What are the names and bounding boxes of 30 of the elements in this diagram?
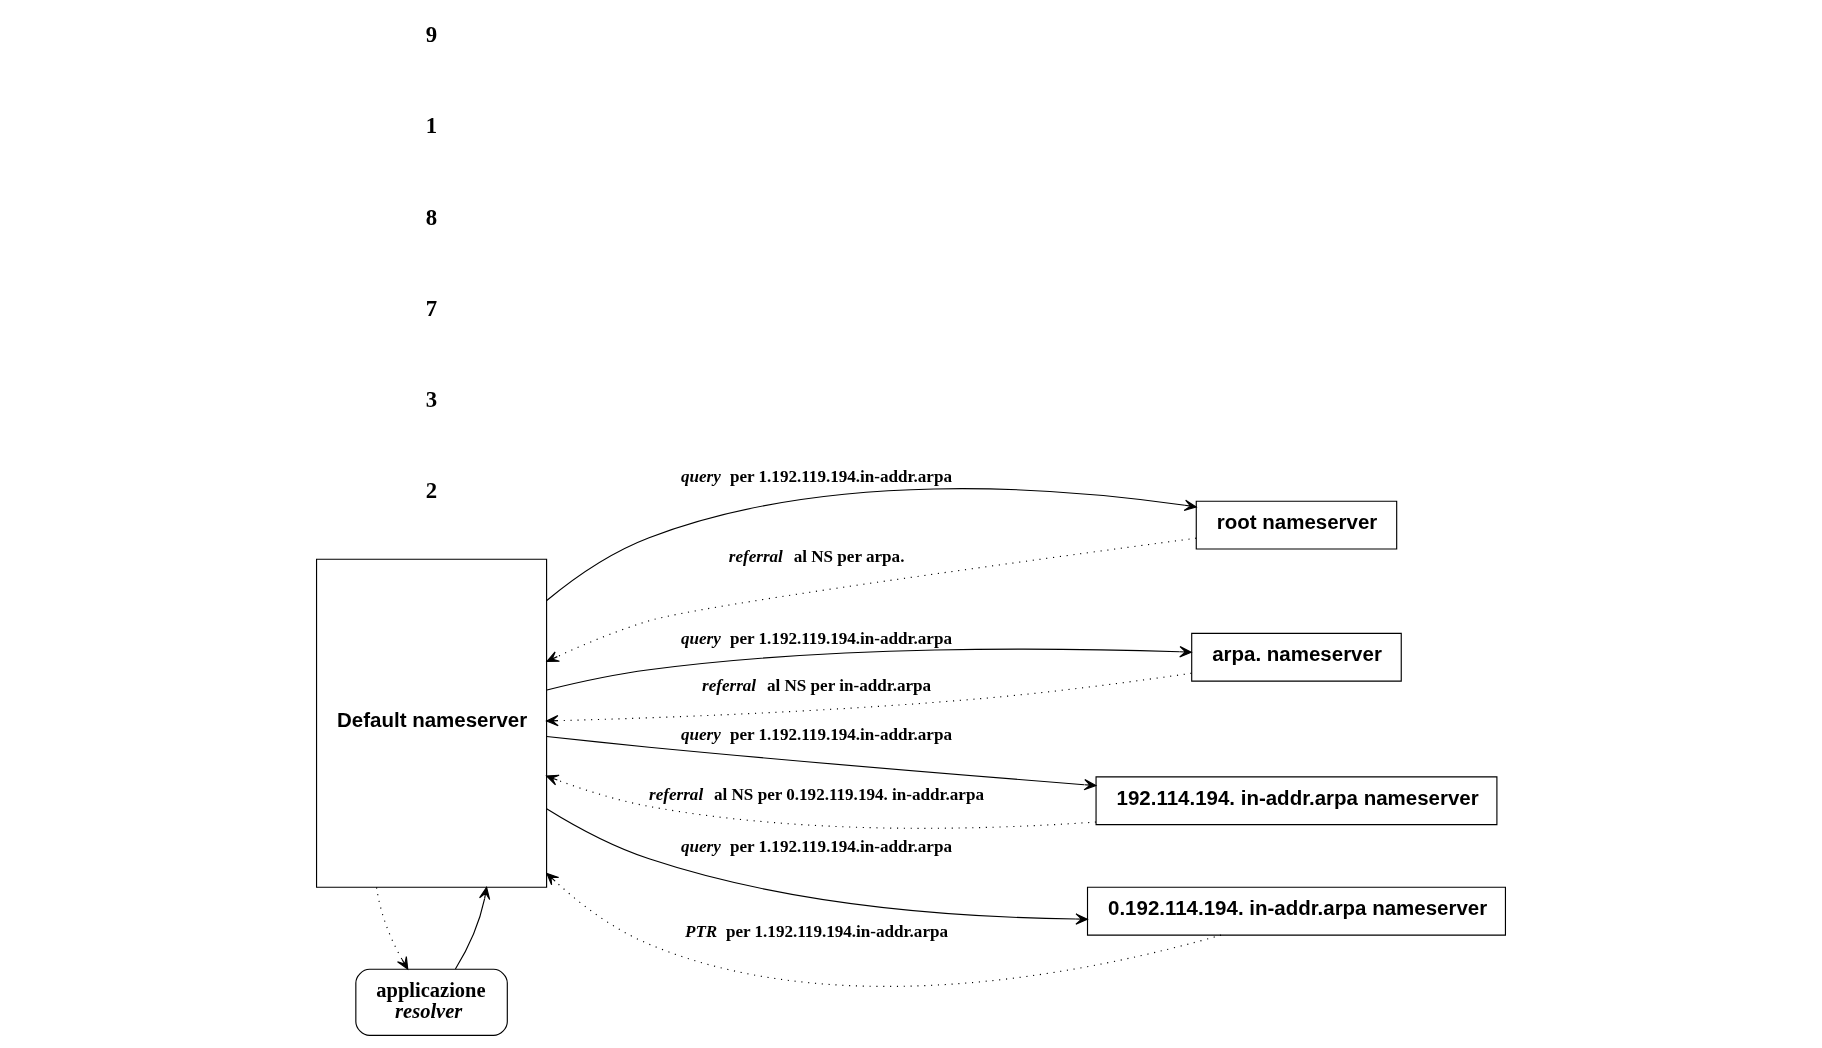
node-box: applicazione resolver — [355, 968, 508, 1036]
arrow — [546, 808, 1088, 925]
edge-label: referral al NS per in-addr.arpa — [702, 676, 932, 696]
edge-label: referral al NS per arpa. — [728, 546, 905, 566]
label: 7 — [425, 295, 438, 321]
arrow — [546, 774, 1097, 829]
edge-label: PTR per 1.192.119.194.in-addr.arpa — [684, 922, 949, 942]
label: 9 — [425, 22, 438, 48]
node-box: 192.114.194. in-addr.arpa nameserver — [1095, 776, 1498, 826]
label: 1 — [425, 113, 438, 139]
label: 8 — [425, 204, 438, 230]
edge-label: referral al NS per 0.192.119.194. in-addr.arpa — [649, 784, 984, 804]
arrow — [546, 735, 1097, 791]
node-box: arpa. nameserver — [1191, 632, 1402, 682]
arrow — [546, 872, 1222, 987]
label: 2 — [425, 477, 438, 503]
label: 3 — [425, 386, 438, 412]
arrow — [546, 672, 1192, 727]
arrow — [546, 537, 1197, 663]
edge-label: query per 1.192.119.194.in-addr.arpa — [680, 466, 952, 486]
arrow — [546, 646, 1192, 691]
node-box: 0.192.114.194. in-addr.arpa nameserver — [1086, 886, 1506, 936]
arrow — [376, 886, 409, 970]
edge-label: query per 1.192.119.194.in-addr.arpa — [680, 628, 952, 648]
node-box: Default nameserver — [316, 558, 548, 888]
node-box: root nameserver — [1195, 500, 1398, 550]
arrow — [546, 488, 1197, 602]
arrow — [454, 886, 491, 970]
edge-label: query per 1.192.119.194.in-addr.arpa — [680, 836, 952, 856]
edge-label: query per 1.192.119.194.in-addr.arpa — [680, 725, 952, 745]
